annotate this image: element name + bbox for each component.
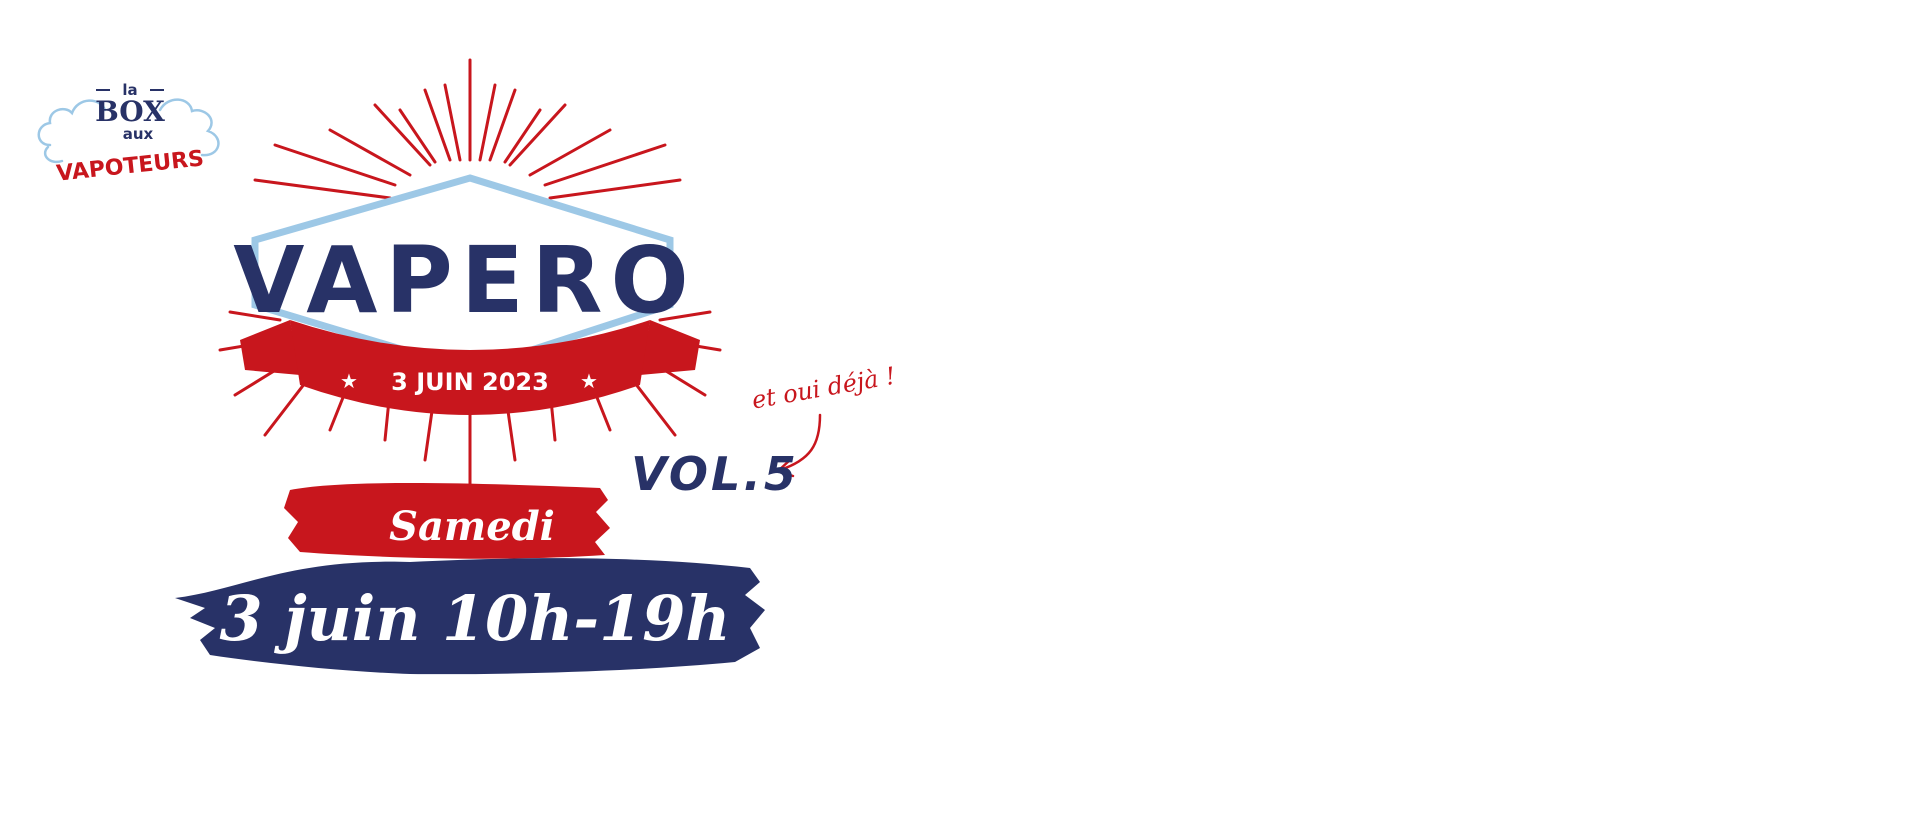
date-ribbon: ★ ★ 3 JUIN 2023 (240, 320, 700, 415)
handwritten-note: et oui déjà ! (750, 362, 898, 415)
event-title: VAPERO (233, 227, 696, 334)
event-volume: VOL.5 (631, 447, 799, 501)
red-brush-stroke (284, 483, 610, 559)
brand-aux: aux (123, 125, 154, 143)
star-icon: ★ (340, 369, 358, 393)
event-day: Samedi (389, 503, 555, 550)
event-datetime: 3 juin 10h-19h (220, 582, 731, 655)
curved-arrow-icon (778, 413, 822, 472)
brand-box: BOX (95, 95, 165, 128)
star-icon: ★ (580, 369, 598, 393)
ribbon-date: 3 JUIN 2023 (391, 368, 549, 396)
navy-brush-stroke (175, 558, 765, 675)
brand-logo: la BOX aux VAPOTEURS (37, 81, 220, 187)
brand-la: la (122, 81, 137, 99)
event-artwork: VAPERO ★ ★ 3 JUIN 2023 Samedi 3 juin 10h… (175, 58, 898, 675)
cloud-icon (37, 98, 220, 157)
